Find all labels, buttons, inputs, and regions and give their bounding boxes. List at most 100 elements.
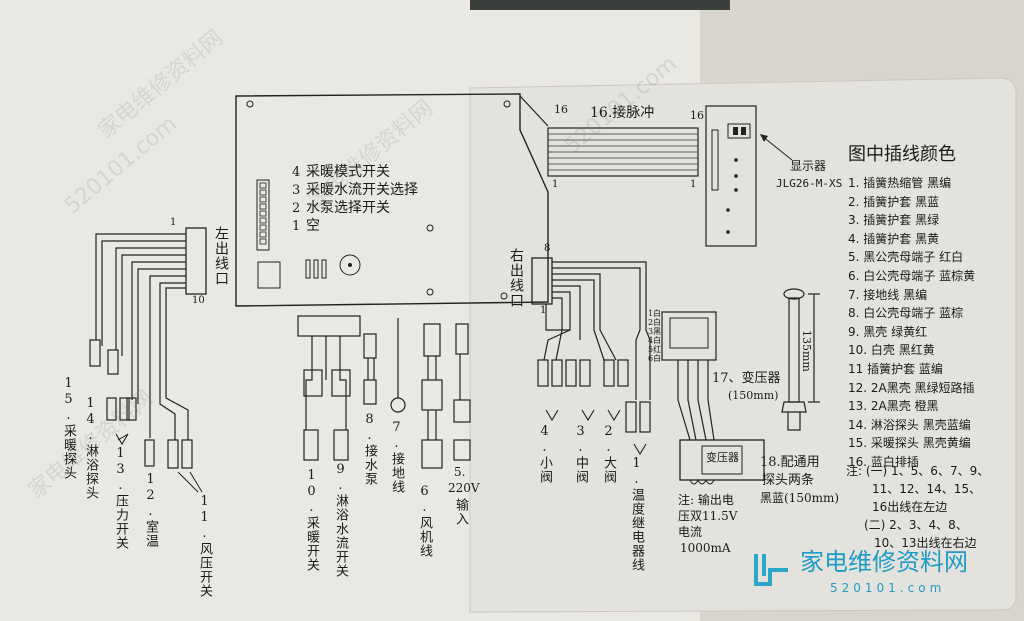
pin-label: 1 bbox=[170, 217, 177, 228]
board-hole bbox=[426, 288, 434, 296]
sticker-panel bbox=[469, 77, 1017, 613]
label-c3: 3.中阀 bbox=[573, 424, 588, 484]
legend-note: 注: (一) 1、5、6、7、9、 bbox=[846, 464, 990, 478]
switch-num: 3 bbox=[292, 183, 301, 198]
label-c14: 14.淋浴探头 bbox=[83, 396, 98, 500]
board-link bbox=[519, 95, 549, 127]
label-c13: 13.压力开关 bbox=[113, 446, 128, 550]
label-c9: 9.淋浴水流开关 bbox=[333, 462, 348, 578]
arrow-marks bbox=[115, 409, 647, 456]
pulse-label: 16.接脉冲 bbox=[590, 105, 655, 121]
label-c1: 1.温度继电器线 bbox=[629, 456, 644, 572]
legend-note: (二) 2、3、4、8、 bbox=[864, 518, 968, 532]
right-outlet-label: 右出线口 bbox=[508, 248, 524, 308]
label-c2: 2.大阀 bbox=[601, 424, 616, 484]
transformer-note: 压双11.5V bbox=[678, 509, 738, 523]
legend-note: 11、12、14、15、 bbox=[872, 482, 982, 496]
transformer-note: 注: 输出电 bbox=[678, 493, 734, 507]
legend-item: 5. 黑公壳母端子 红白 bbox=[848, 250, 964, 265]
board-hole bbox=[246, 100, 254, 108]
pulse-pin: 16 bbox=[690, 109, 704, 122]
display-name: 显示器 bbox=[790, 159, 827, 173]
switch-num: 4 bbox=[292, 165, 301, 180]
label-c4: 4.小阀 bbox=[537, 424, 552, 484]
valve-terminals bbox=[537, 359, 651, 433]
switch-label: 采暖水流开关选择 bbox=[306, 182, 418, 198]
switch-label: 采暖模式开关 bbox=[306, 164, 390, 180]
legend-item: 2. 插簧护套 黑蓝 bbox=[848, 194, 940, 209]
plug-pin-label: 3黑 bbox=[648, 327, 662, 336]
pulse-pin: 1 bbox=[552, 179, 559, 190]
plug-pin-label: 4白 bbox=[648, 336, 662, 345]
probe-length: 135mm bbox=[800, 330, 813, 372]
label-c12: 12.室温 bbox=[143, 472, 158, 548]
display-model: JLG26-M-XS bbox=[776, 177, 843, 190]
legend-item: 11 插簧护套 蓝编 bbox=[848, 362, 943, 376]
plug-pin-label: 1白 bbox=[648, 309, 662, 318]
pin-label: 10 bbox=[192, 295, 205, 306]
switch-num: 1 bbox=[292, 219, 301, 234]
buzzer bbox=[339, 254, 361, 276]
switch-label: 水泵选择开关 bbox=[306, 200, 390, 216]
display-board bbox=[705, 105, 757, 247]
relay-bars bbox=[305, 259, 327, 279]
probe-drawing bbox=[781, 288, 820, 431]
legend-item: 4. 插簧护套 黑黄 bbox=[848, 231, 940, 246]
legend-item: 12. 2A黑壳 黑绿短路插 bbox=[848, 380, 975, 395]
top-dark-strip bbox=[470, 0, 730, 10]
site-logo: 家电维修资料网 520101.com bbox=[750, 540, 1010, 604]
pcb-board bbox=[235, 93, 549, 307]
label-c7: 7.接地线 bbox=[389, 420, 404, 494]
legend-item: 14. 淋浴探头 黑壳蓝编 bbox=[848, 417, 971, 432]
logo-url: 520101.com bbox=[830, 581, 946, 595]
pin-holes bbox=[259, 182, 267, 245]
middle-connectors bbox=[297, 315, 471, 469]
transformer-label: 17、变压器 bbox=[712, 371, 781, 386]
transformer-note: 1000mA bbox=[680, 541, 731, 555]
transformer-plug bbox=[661, 311, 717, 361]
legend-item: 13. 2A黑壳 橙黑 bbox=[848, 399, 939, 414]
transformer-core bbox=[679, 439, 765, 481]
probe-caption: 探头两条 bbox=[762, 473, 815, 488]
dip-switch bbox=[257, 261, 281, 289]
board-hole bbox=[500, 292, 508, 300]
legend-item: 15. 采暖探头 黑壳黄编 bbox=[848, 436, 971, 451]
probe-caption: 18.配通用 bbox=[760, 455, 820, 470]
transformer-core-text: 变压器 bbox=[706, 451, 739, 464]
legend-item: 7. 接地线 黑编 bbox=[848, 287, 928, 302]
pulse-pin: 1 bbox=[690, 179, 697, 190]
label-c10: 10.采暖开关 bbox=[304, 468, 319, 572]
left-outlet-label: 左出线口 bbox=[213, 226, 229, 286]
label-c8: 8.接水泵 bbox=[362, 412, 377, 486]
legend-note: 10、13出线在右边 bbox=[874, 536, 977, 550]
left-connector bbox=[185, 227, 207, 295]
legend-item: 16. 蓝白排插 bbox=[848, 455, 919, 469]
pin-strip bbox=[256, 179, 270, 251]
transformer-note: 电流 bbox=[678, 525, 703, 539]
plug-pin-label: 2白 bbox=[648, 318, 662, 327]
legend-item: 3. 插簧护套 黑绿 bbox=[848, 213, 940, 228]
logo-icon bbox=[754, 554, 788, 586]
probe-caption: 黑蓝(150mm) bbox=[760, 491, 840, 505]
pin-label: 1 bbox=[540, 305, 547, 316]
logo-text: 家电维修资料网 bbox=[800, 548, 968, 576]
legend-item: 1. 插簧热缩管 黑编 bbox=[848, 176, 952, 190]
right-connector bbox=[531, 257, 553, 305]
pin-label: 8 bbox=[544, 243, 551, 254]
switch-label: 空 bbox=[306, 218, 320, 234]
label-c15: 15.采暖探头 bbox=[61, 376, 76, 480]
legend-item: 8. 白公壳母端子 蓝棕 bbox=[848, 306, 964, 321]
board-hole bbox=[503, 100, 511, 108]
legend-note: 16出线在左边 bbox=[872, 500, 948, 514]
legend-item: 9. 黑壳 绿黄红 bbox=[848, 324, 928, 339]
legend-title: 图中插线颜色 bbox=[848, 144, 956, 165]
label-c5: 220V bbox=[448, 481, 480, 495]
left-wires bbox=[95, 233, 189, 440]
board-hole bbox=[426, 224, 434, 232]
left-terminals bbox=[89, 339, 193, 469]
transformer-sub: (150mm) bbox=[728, 389, 779, 402]
switch-num: 2 bbox=[292, 201, 301, 216]
legend-item: 10. 白壳 黑红黄 bbox=[848, 343, 935, 358]
label-c5: 5. bbox=[454, 465, 466, 479]
